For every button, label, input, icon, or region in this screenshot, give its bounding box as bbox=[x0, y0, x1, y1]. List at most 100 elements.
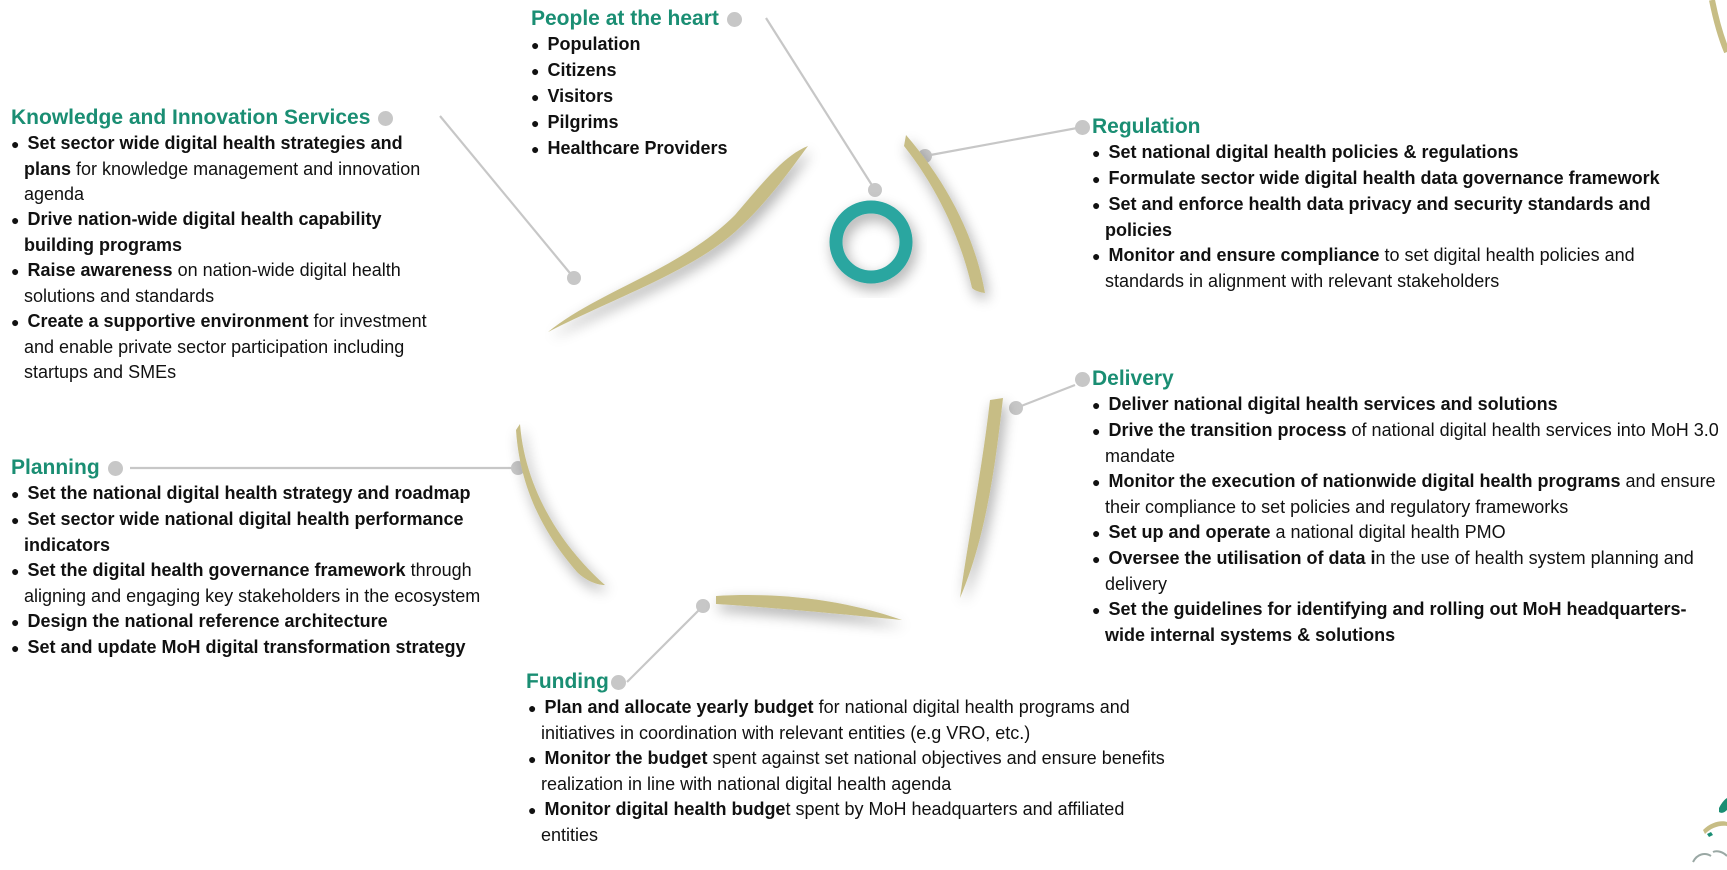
item-bold: Oversee the utilisation of data i bbox=[1108, 548, 1376, 568]
knowledge-title: Knowledge and Innovation Services bbox=[11, 106, 371, 129]
arc-bottom bbox=[716, 595, 902, 620]
item-rest: spent against set national objectives an… bbox=[541, 748, 1165, 794]
arc-left bbox=[516, 424, 605, 585]
funding-list: Plan and allocate yearly budget for nati… bbox=[526, 695, 1186, 848]
planning-section: Planning Set the national digital health… bbox=[11, 455, 511, 661]
item-bold: Set up and operate bbox=[1108, 522, 1271, 542]
list-item: Set up and operate a national digital he… bbox=[1092, 520, 1720, 546]
item-bold: Monitor the execution of nationwide digi… bbox=[1108, 471, 1621, 491]
item-rest: n the use of health system planning and … bbox=[1105, 548, 1694, 594]
knowledge-dot bbox=[378, 110, 394, 126]
list-item: Set sector wide digital health strategie… bbox=[11, 131, 451, 207]
planning-title: Planning bbox=[11, 456, 100, 479]
delivery-title-row: Delivery bbox=[1075, 366, 1720, 392]
center-ring bbox=[829, 200, 913, 284]
list-item: Set national digital health policies & r… bbox=[1092, 140, 1715, 166]
list-item: Pilgrims bbox=[531, 110, 791, 136]
item-rest: a national digital health PMO bbox=[1270, 522, 1506, 542]
list-item: Monitor and ensure compliance to set dig… bbox=[1092, 243, 1715, 294]
knowledge-title-row: Knowledge and Innovation Services bbox=[11, 105, 451, 131]
list-item: Population bbox=[531, 32, 791, 58]
item-bold: Set sector wide national digital health … bbox=[24, 509, 464, 555]
connector-delivery bbox=[1015, 383, 1076, 410]
funding-dot bbox=[610, 674, 626, 690]
logo-arc-decoration bbox=[1709, 0, 1727, 54]
regulation-dot bbox=[1075, 119, 1090, 135]
item-bold: Monitor digital health budge bbox=[544, 799, 786, 819]
item-rest: and ensure their compliance to set polic… bbox=[1105, 471, 1716, 517]
connector-knowledge bbox=[439, 115, 575, 279]
funding-title: Funding bbox=[526, 670, 609, 693]
people-dot bbox=[726, 11, 742, 27]
item-bold: Set the digital health governance framew… bbox=[27, 560, 406, 580]
list-item: Monitor the execution of nationwide digi… bbox=[1092, 469, 1720, 520]
arc-top-left bbox=[548, 146, 808, 332]
list-item: Visitors bbox=[531, 84, 791, 110]
planning-dot bbox=[107, 460, 123, 476]
item-bold: Monitor and ensure compliance bbox=[1108, 245, 1380, 265]
arc-right bbox=[960, 398, 1003, 598]
list-item: Set and enforce health data privacy and … bbox=[1092, 192, 1715, 243]
item-rest: t spent by MoH headquarters and affiliat… bbox=[541, 799, 1125, 845]
knowledge-section: Knowledge and Innovation Services Set se… bbox=[11, 105, 451, 385]
list-item: Create a supportive environment for inve… bbox=[11, 309, 451, 385]
list-item: Set the guidelines for identifying and r… bbox=[1092, 597, 1720, 648]
item-bold: Set and update MoH digital transformatio… bbox=[27, 637, 466, 657]
item-rest: for knowledge management and innovation … bbox=[24, 159, 421, 204]
list-item: Deliver national digital health services… bbox=[1092, 392, 1720, 418]
list-item: Design the national reference architectu… bbox=[11, 609, 511, 635]
people-section: People at the heart Population Citizens … bbox=[531, 6, 791, 162]
delivery-list: Deliver national digital health services… bbox=[1075, 392, 1720, 648]
list-item: Set and update MoH digital transformatio… bbox=[11, 635, 511, 661]
regulation-list: Set national digital health policies & r… bbox=[1075, 140, 1715, 294]
list-item: Drive nation-wide digital health capabil… bbox=[11, 207, 451, 258]
list-item: Formulate sector wide digital health dat… bbox=[1092, 166, 1715, 192]
list-item: Monitor digital health budget spent by M… bbox=[528, 797, 1186, 848]
item-bold: Deliver national digital health services… bbox=[1108, 394, 1558, 414]
item-bold: Raise awareness bbox=[27, 260, 173, 280]
item-bold: Create a supportive environment bbox=[27, 311, 309, 331]
connector-regulation bbox=[924, 124, 1089, 158]
delivery-dot bbox=[1075, 371, 1090, 387]
planning-list: Set the national digital health strategy… bbox=[11, 481, 511, 661]
list-item: Raise awareness on nation-wide digital h… bbox=[11, 258, 451, 309]
list-item: Set the digital health governance framew… bbox=[11, 558, 511, 609]
delivery-title: Delivery bbox=[1092, 367, 1174, 390]
funding-section: Funding Plan and allocate yearly budget … bbox=[526, 669, 1186, 848]
people-list: Population Citizens Visitors Pilgrims He… bbox=[531, 32, 791, 162]
item-rest: for investment and enable private sector… bbox=[24, 311, 427, 382]
logo-emblem bbox=[1692, 798, 1727, 863]
list-item: Plan and allocate yearly budget for nati… bbox=[528, 695, 1186, 746]
planning-title-row: Planning bbox=[11, 455, 511, 481]
list-item: Set the national digital health strategy… bbox=[11, 481, 511, 507]
funding-title-row: Funding bbox=[526, 669, 1186, 695]
list-item: Monitor the budget spent against set nat… bbox=[528, 746, 1186, 797]
item-bold: Plan and allocate yearly budget bbox=[544, 697, 814, 717]
list-item: Healthcare Providers bbox=[531, 136, 791, 162]
item-bold: Set sector wide digital health strategie… bbox=[24, 133, 403, 179]
item-bold: Drive the transition process bbox=[1108, 420, 1347, 440]
regulation-title-row: Regulation bbox=[1075, 114, 1715, 140]
item-rest: of national digital health services into… bbox=[1105, 420, 1719, 466]
knowledge-list: Set sector wide digital health strategie… bbox=[11, 131, 451, 385]
regulation-section: Regulation Set national digital health p… bbox=[1075, 114, 1715, 294]
item-bold: Design the national reference architectu… bbox=[27, 611, 388, 631]
list-item: Set sector wide national digital health … bbox=[11, 507, 511, 558]
item-bold: Drive nation-wide digital health capabil… bbox=[24, 209, 382, 255]
list-item: Oversee the utilisation of data in the u… bbox=[1092, 546, 1720, 597]
connector-funding bbox=[626, 605, 704, 683]
item-bold: Set national digital health policies & r… bbox=[1108, 142, 1519, 162]
item-bold: Monitor the budget bbox=[544, 748, 708, 768]
people-title-row: People at the heart bbox=[531, 6, 791, 32]
regulation-title: Regulation bbox=[1092, 115, 1201, 138]
item-bold: Formulate sector wide digital health dat… bbox=[1108, 168, 1660, 188]
item-rest: through aligning and engaging key stakeh… bbox=[24, 560, 481, 606]
list-item: Citizens bbox=[531, 58, 791, 84]
delivery-section: Delivery Deliver national digital health… bbox=[1075, 366, 1720, 648]
item-rest: on nation-wide digital health solutions … bbox=[24, 260, 401, 306]
item-rest: for national digital health programs and… bbox=[541, 697, 1130, 743]
item-bold: Set and enforce health data privacy and … bbox=[1105, 194, 1651, 240]
item-rest: to set digital health policies and stand… bbox=[1105, 245, 1635, 291]
item-bold: Set the guidelines for identifying and r… bbox=[1105, 599, 1687, 645]
